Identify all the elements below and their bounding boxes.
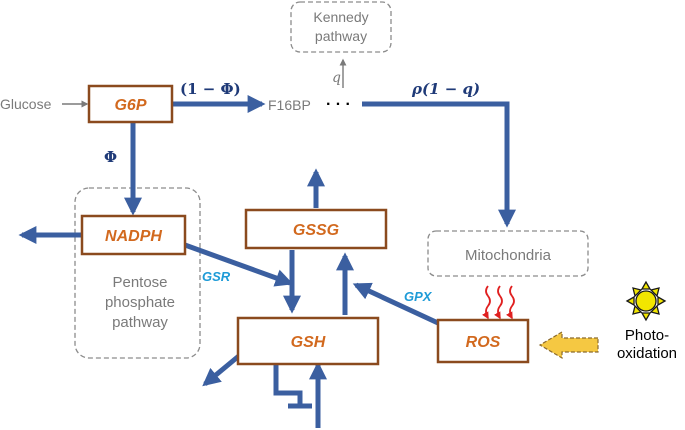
ros-to-gsh-arrow [352, 282, 440, 326]
kennedy-box [290, 1, 392, 53]
pentose-line-2: phosphate [105, 294, 175, 311]
f16bp-to-mitochondria-arrow [362, 101, 516, 228]
photo-line-2: oxidation [617, 345, 677, 362]
nadph-box [80, 214, 187, 256]
gsh-out-arrow [202, 353, 242, 387]
photo-line-1: Photo- [625, 327, 669, 344]
ros-label: ROS [466, 334, 501, 351]
g6p-label: G6P [114, 97, 146, 114]
pentose-line-1: Pentose [112, 274, 167, 291]
sun-icon [625, 280, 667, 322]
gssg-box [244, 208, 388, 250]
kennedy-line-1: Kennedy [313, 9, 368, 25]
gssg-label: GSSG [293, 222, 339, 239]
ros-wave-arrow-2 [494, 285, 503, 320]
ros-wave-arrow-3 [506, 285, 515, 320]
photo-oxidation-arrow [538, 330, 599, 360]
gsr-label: GSR [202, 269, 231, 284]
nadph-to-gsh-arrow [184, 242, 294, 287]
pentose-box [74, 187, 201, 359]
rho-one-minus-q-label: ρ(1 − q) [411, 80, 480, 98]
nadph-label: NADPH [105, 228, 162, 245]
pentose-line-3: pathway [112, 314, 168, 331]
q-label: q [332, 70, 341, 86]
mitochondria-box [427, 230, 589, 277]
one-minus-phi-label: (1 − Φ) [180, 80, 241, 98]
kennedy-line-2: pathway [315, 28, 367, 44]
glucose-label: Glucose [0, 96, 52, 112]
ros-wave-arrow-1 [482, 285, 491, 320]
gpx-label: GPX [404, 289, 433, 304]
ellipsis-dots: · · · [326, 96, 351, 113]
gsh-inhibition-line [273, 364, 303, 405]
gsh-label: GSH [291, 334, 326, 351]
ros-box [436, 318, 530, 364]
gsh-box [236, 316, 380, 366]
f16bp-label: F16BP [268, 97, 311, 113]
phi-label: Φ [104, 148, 117, 166]
mitochondria-label: Mitochondria [465, 247, 552, 264]
g6p-box [87, 84, 174, 124]
